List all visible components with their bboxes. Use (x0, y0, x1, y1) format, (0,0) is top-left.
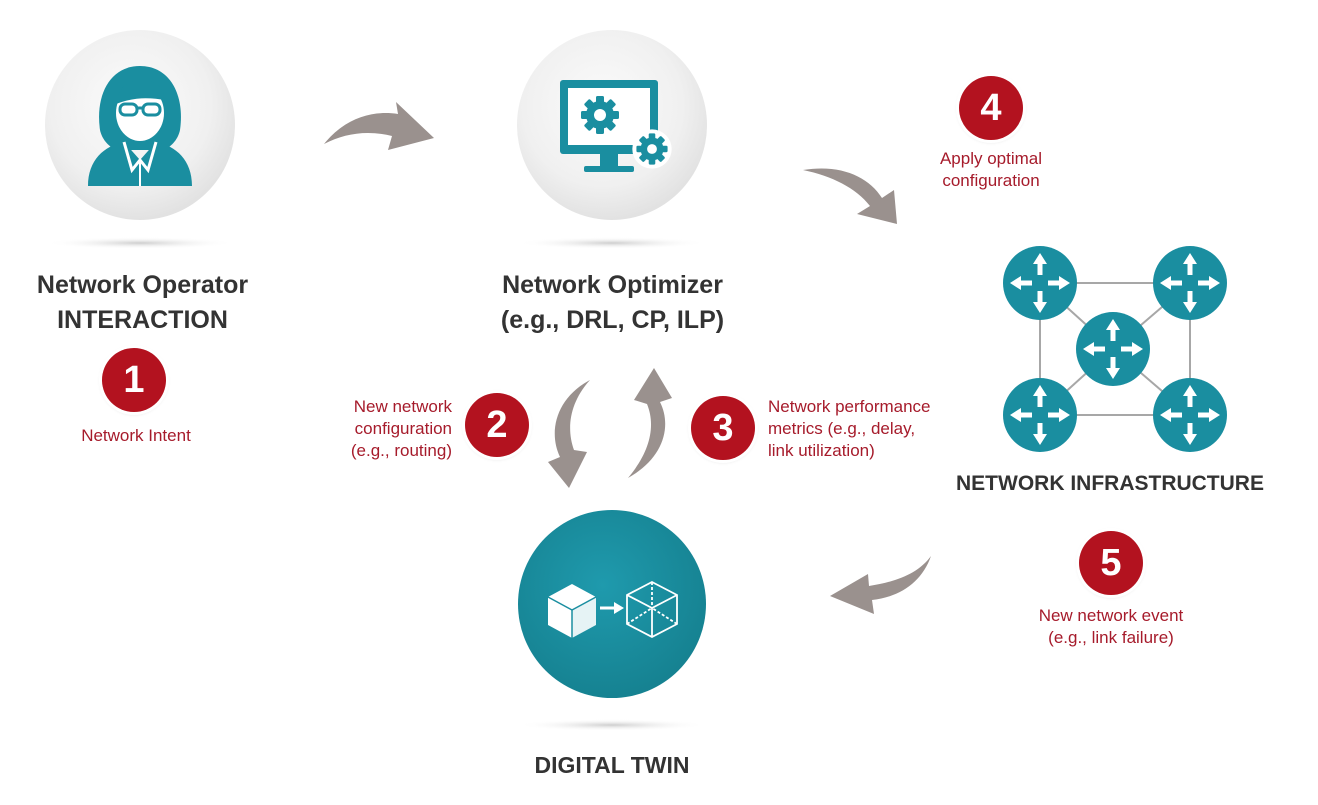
router-bottom-right (1153, 378, 1227, 452)
operator-title-line1: Network Operator (36, 271, 249, 299)
step3-caption-line3: link utilization) (768, 441, 875, 460)
step2-caption-line3: (e.g., routing) (350, 441, 452, 460)
optimizer-title: Network Optimizer (e.g., DRL, CP, ILP) (470, 268, 755, 338)
operator-title: Network Operator INTERACTION (10, 268, 275, 338)
step3-caption: Network performance metrics (e.g., delay… (768, 396, 968, 462)
arrow-twin-to-optimizer (628, 368, 672, 478)
router-bottom-left (1003, 378, 1077, 452)
step2-caption: New network configuration (e.g., routing… (300, 396, 452, 462)
twin-shadow (517, 719, 707, 731)
infrastructure-title: NETWORK INFRASTRUCTURE (956, 472, 1264, 495)
step5-caption: New network event (e.g., link failure) (1010, 605, 1212, 649)
step-badge-1: 1 (102, 348, 166, 412)
step-badge-5: 5 (1079, 531, 1143, 595)
arrow-infrastructure-to-twin (830, 556, 931, 614)
step2-caption-line1: New network (353, 397, 452, 416)
arrow-operator-to-optimizer (324, 102, 434, 150)
operator-shadow (45, 237, 235, 249)
step3-caption-line2: metrics (e.g., delay, (768, 419, 916, 438)
step3-caption-line1: Network performance (768, 397, 931, 416)
step5-caption-line1: New network event (1038, 606, 1184, 625)
router-center (1076, 312, 1150, 386)
step2-caption-line2: configuration (354, 419, 452, 438)
step-badge-4: 4 (959, 76, 1023, 140)
step-badge-2: 2 (465, 393, 529, 457)
arrow-optimizer-to-infrastructure (803, 168, 897, 224)
step4-caption: Apply optimal configuration (900, 148, 1082, 192)
monitor-gears-icon (560, 80, 672, 172)
arrow-optimizer-to-twin (548, 380, 590, 488)
operator-caption: Network Intent (81, 426, 191, 445)
operator-title-line2: INTERACTION (57, 306, 228, 334)
user-glasses-icon (88, 66, 192, 186)
digital-twin-node (518, 510, 706, 698)
router-top-left (1003, 246, 1077, 320)
operator-node (45, 30, 235, 220)
optimizer-title-line2: (e.g., DRL, CP, ILP) (500, 306, 725, 334)
router-top-right (1153, 246, 1227, 320)
router-network-icon (1003, 246, 1227, 452)
cube-to-wireframe-icon (547, 580, 678, 639)
optimizer-title-line1: Network Optimizer (502, 271, 723, 299)
step4-caption-line1: Apply optimal (939, 149, 1043, 168)
optimizer-shadow (517, 237, 707, 249)
step5-caption-line2: (e.g., link failure) (1048, 628, 1174, 647)
step4-caption-line2: configuration (942, 171, 1040, 190)
optimizer-node (517, 30, 707, 220)
step-badge-3: 3 (691, 396, 755, 460)
digital-twin-title: DIGITAL TWIN (534, 752, 690, 778)
